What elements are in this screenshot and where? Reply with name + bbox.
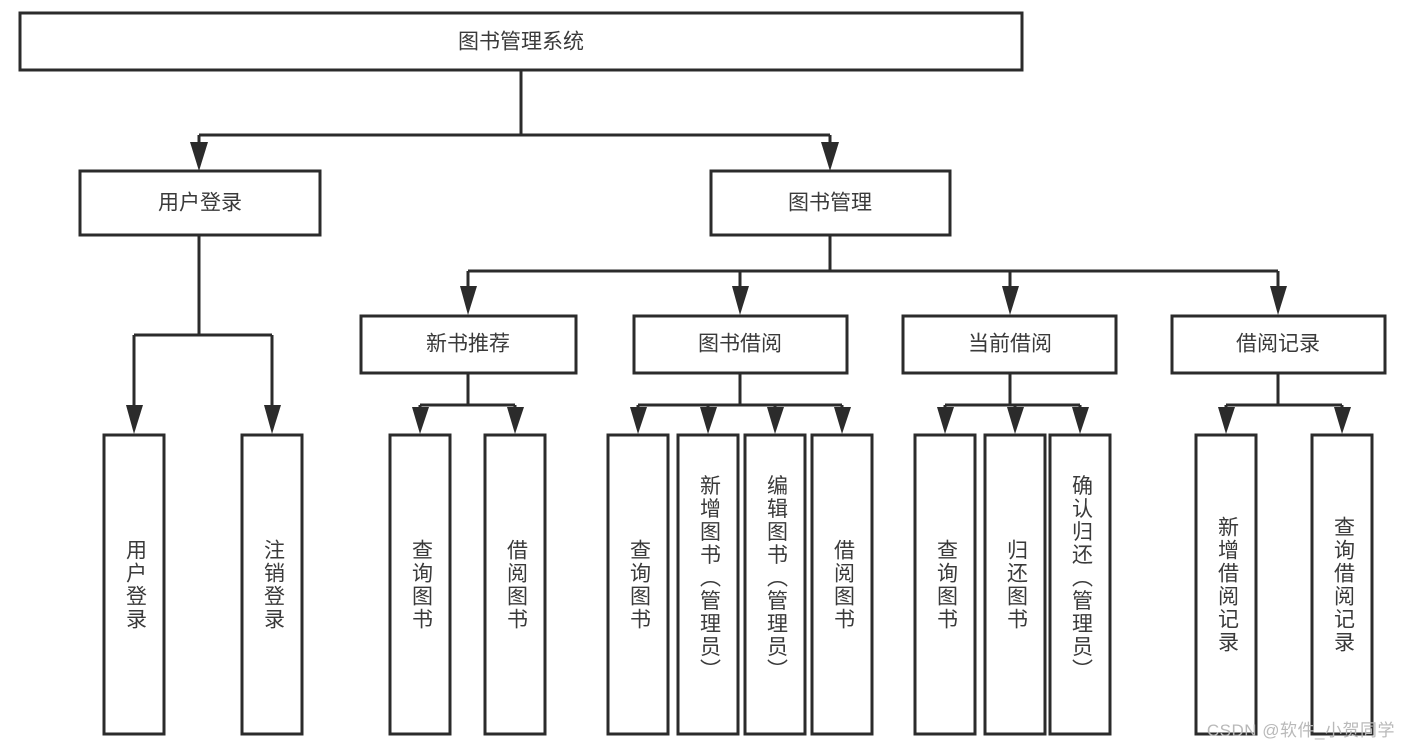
node-new-book-recommend[interactable]: 新书推荐	[359, 314, 578, 375]
leaf-book-borrow-4-box[interactable]	[810, 433, 874, 736]
arrow-bookmgmt-c2	[732, 286, 749, 315]
leaf-borrow-record-1-box[interactable]	[1194, 433, 1258, 736]
arrow-to-userlogin	[190, 142, 208, 171]
arrow-bookborrow-c1	[630, 407, 647, 434]
node-book-management-box[interactable]	[709, 169, 952, 237]
node-root-label: 图书管理系统	[458, 31, 584, 54]
arrow-userlogin-c1	[126, 405, 143, 434]
leaf-current-borrow-2[interactable]: 归还图书	[983, 433, 1047, 736]
arrow-bookborrow-c4	[834, 407, 851, 434]
connector-group-bookborrow	[630, 373, 851, 434]
node-current-borrow[interactable]: 当前借阅	[901, 314, 1118, 375]
leaf-user-login-1-box[interactable]	[102, 433, 166, 736]
leaf-new-book-1[interactable]: 查询图书	[388, 433, 452, 736]
connector-group-root	[190, 70, 839, 171]
leaf-borrow-record-1-label: 新增借阅记录	[1215, 516, 1239, 654]
leaf-book-borrow-4-label: 借阅图书	[831, 539, 855, 631]
node-book-borrow[interactable]: 图书借阅	[632, 314, 849, 375]
leaf-current-borrow-3[interactable]: 确认归还（管理员）	[1048, 433, 1112, 736]
leaf-new-book-2-label: 借阅图书	[504, 539, 528, 631]
node-book-borrow-label: 图书借阅	[698, 333, 782, 356]
node-borrow-record-label: 借阅记录	[1236, 333, 1320, 356]
arrow-bookmgmt-c3	[1002, 286, 1019, 315]
leaf-user-login-2[interactable]: 注销登录	[240, 433, 304, 736]
leaf-borrow-record-2-box[interactable]	[1310, 433, 1374, 736]
leaf-borrow-record-2-label: 查询借阅记录	[1331, 516, 1355, 654]
leaf-book-borrow-3-box[interactable]	[743, 433, 807, 736]
arrow-currentborrow-c1	[937, 407, 954, 434]
leaf-book-borrow-2-label: 新增图书（管理员）	[697, 475, 721, 682]
node-current-borrow-box[interactable]	[901, 314, 1118, 375]
leaf-user-login-2-box[interactable]	[240, 433, 304, 736]
arrow-newbook-c2	[507, 407, 524, 434]
connector-group-newbook	[412, 373, 524, 434]
arrow-bookborrow-c2	[700, 407, 717, 434]
node-book-borrow-box[interactable]	[632, 314, 849, 375]
arrow-borrowrecord-c2	[1334, 407, 1351, 434]
arrow-to-bookmgmt	[821, 142, 839, 171]
leaf-borrow-record-1[interactable]: 新增借阅记录	[1194, 433, 1258, 736]
connector-group-currentborrow	[937, 373, 1089, 434]
node-root-box[interactable]	[18, 11, 1024, 72]
arrow-currentborrow-c3	[1072, 407, 1089, 434]
node-new-book-recommend-box[interactable]	[359, 314, 578, 375]
leaf-user-login-1[interactable]: 用户登录	[102, 433, 166, 736]
leaf-new-book-2[interactable]: 借阅图书	[483, 433, 547, 736]
leaf-new-book-1-box[interactable]	[388, 433, 452, 736]
arrow-bookmgmt-c1	[460, 286, 477, 315]
leaf-user-login-2-label: 注销登录	[261, 539, 285, 631]
leaf-book-borrow-3[interactable]: 编辑图书（管理员）	[743, 433, 807, 736]
arrow-bookborrow-c3	[767, 407, 784, 434]
node-user-login[interactable]: 用户登录	[78, 169, 322, 237]
leaf-book-borrow-2[interactable]: 新增图书（管理员）	[676, 433, 740, 736]
leaf-current-borrow-1-box[interactable]	[913, 433, 977, 736]
leaf-book-borrow-3-label: 编辑图书（管理员）	[764, 475, 788, 682]
node-book-management-label: 图书管理	[788, 192, 872, 215]
arrow-bookmgmt-c4	[1270, 286, 1287, 315]
leaf-current-borrow-3-box[interactable]	[1048, 433, 1112, 736]
leaf-book-borrow-1-label: 查询图书	[627, 539, 651, 631]
leaf-current-borrow-1-label: 查询图书	[934, 539, 958, 631]
leaf-user-login-1-label: 用户登录	[123, 539, 147, 631]
node-user-login-box[interactable]	[78, 169, 322, 237]
arrow-userlogin-c2	[264, 405, 281, 434]
node-borrow-record-box[interactable]	[1170, 314, 1387, 375]
node-root-system[interactable]: 图书管理系统	[18, 11, 1024, 72]
leaf-current-borrow-2-label: 归还图书	[1004, 539, 1028, 631]
arrow-currentborrow-c2	[1007, 407, 1024, 434]
node-borrow-record[interactable]: 借阅记录	[1170, 314, 1387, 375]
node-new-book-recommend-label: 新书推荐	[426, 333, 510, 356]
leaf-book-borrow-4[interactable]: 借阅图书	[810, 433, 874, 736]
connector-group-userlogin	[126, 235, 281, 434]
leaf-book-borrow-2-box[interactable]	[676, 433, 740, 736]
leaf-current-borrow-1[interactable]: 查询图书	[913, 433, 977, 736]
leaf-new-book-2-box[interactable]	[483, 433, 547, 736]
leaf-new-book-1-label: 查询图书	[409, 539, 433, 631]
arrow-borrowrecord-c1	[1218, 407, 1235, 434]
arrow-newbook-c1	[412, 407, 429, 434]
connector-group-bookmgmt	[460, 235, 1287, 315]
leaf-book-borrow-1[interactable]: 查询图书	[606, 433, 670, 736]
connector-group-borrowrecord	[1218, 373, 1351, 434]
leaf-current-borrow-3-label: 确认归还（管理员）	[1069, 475, 1093, 682]
node-current-borrow-label: 当前借阅	[968, 333, 1052, 356]
node-user-login-label: 用户登录	[158, 192, 242, 215]
leaf-book-borrow-1-box[interactable]	[606, 433, 670, 736]
leaf-borrow-record-2[interactable]: 查询借阅记录	[1310, 433, 1374, 736]
leaf-current-borrow-2-box[interactable]	[983, 433, 1047, 736]
node-book-management[interactable]: 图书管理	[709, 169, 952, 237]
